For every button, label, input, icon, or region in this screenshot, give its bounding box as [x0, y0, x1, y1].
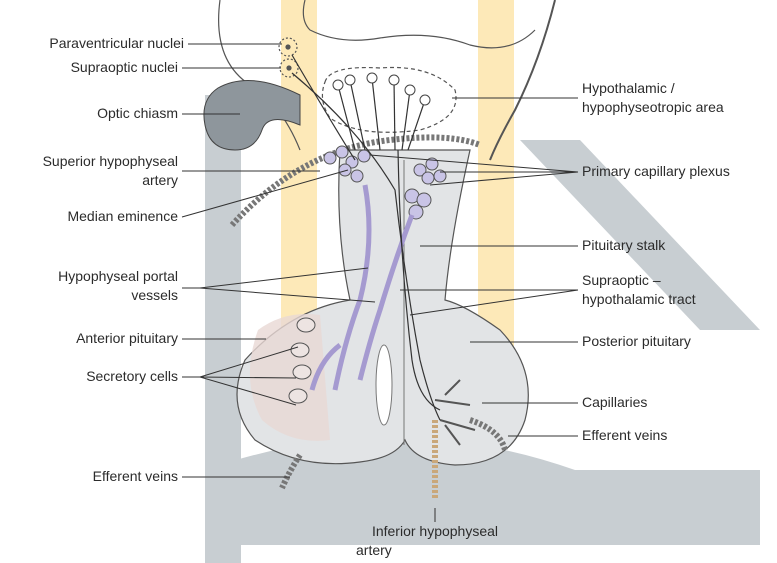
label-superior-hypophyseal: Superior hypophyseal [43, 153, 178, 170]
label-inferior-hypophyseal-artery: artery [356, 542, 392, 559]
label-hypothalamic: Hypothalamic / [582, 80, 675, 97]
label-posterior-pituitary: Posterior pituitary [582, 333, 691, 350]
label-efferent-veins-left: Efferent veins [93, 468, 178, 485]
label-superior-hypophyseal-artery: artery [142, 172, 178, 189]
label-optic-chiasm: Optic chiasm [97, 105, 178, 122]
label-supraoptic-nuclei: Supraoptic nuclei [71, 59, 178, 76]
label-hypophyseal-portal: Hypophyseal portal [58, 268, 178, 285]
label-pituitary-stalk: Pituitary stalk [582, 237, 665, 254]
label-anterior-pituitary: Anterior pituitary [76, 330, 178, 347]
neuron-cell-bodies [333, 73, 430, 105]
label-capillaries: Capillaries [582, 394, 647, 411]
label-primary-capillary-plexus: Primary capillary plexus [582, 163, 730, 180]
label-hypophyseal-portal-vessels: vessels [131, 287, 178, 304]
label-inferior-hypophyseal: Inferior hypophyseal [350, 523, 520, 540]
label-efferent-veins-right: Efferent veins [582, 427, 667, 444]
label-hypophyseotropic-area: hypophyseotropic area [582, 99, 724, 116]
label-paraventricular-nuclei: Paraventricular nuclei [49, 35, 184, 52]
label-hypothalamic-tract: hypothalamic tract [582, 291, 696, 308]
label-supraoptic: Supraoptic – [582, 272, 661, 289]
label-secretory-cells: Secretory cells [86, 368, 178, 385]
label-median-eminence: Median eminence [67, 208, 178, 225]
